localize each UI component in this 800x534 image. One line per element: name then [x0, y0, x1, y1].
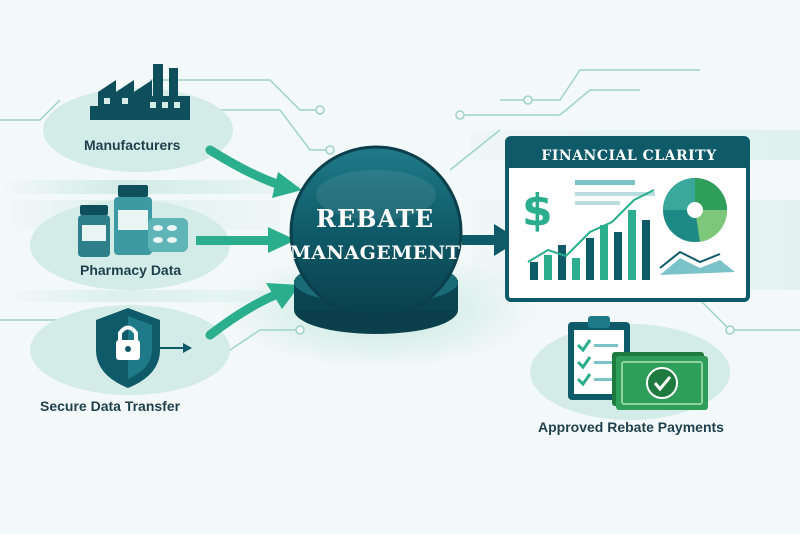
hub-cylinder [289, 145, 463, 334]
pharmacy-data-label: Pharmacy Data [80, 262, 182, 278]
shield-lock-icon [96, 308, 192, 388]
bar-chart-icon [527, 189, 655, 280]
hub-title-line1: REBATE [316, 204, 434, 233]
pie-chart-icon [663, 178, 728, 242]
manufacturers-label: Manufacturers [84, 137, 181, 153]
input-arrows [196, 145, 302, 340]
medicine-bottles-icon [78, 185, 188, 257]
secure-data-transfer-label: Secure Data Transfer [40, 398, 181, 414]
hub-title-line2: MANAGEMENT [289, 242, 461, 264]
dollar-sign: $ [522, 185, 553, 236]
approved-rebate-payments-label: Approved Rebate Payments [538, 419, 724, 435]
circuit-lines [0, 69, 800, 351]
dollar-icon: $ [522, 185, 553, 236]
trend-wave-icon [659, 250, 735, 275]
factory-icon [90, 64, 190, 120]
checklist-cash-icon [568, 316, 708, 410]
dashboard-title: FINANCIAL CLARITY [541, 148, 717, 164]
dashboard-panel: $ [505, 136, 750, 302]
dashboard-text-lines [575, 180, 655, 205]
